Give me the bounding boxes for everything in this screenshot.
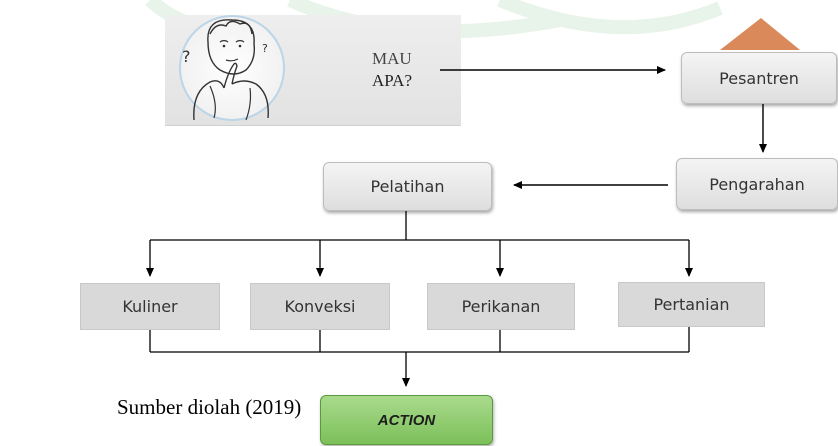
node-pengarahan: Pengarahan [676, 158, 838, 210]
node-perikanan: Perikanan [427, 283, 575, 330]
source-note: Sumber diolah (2019) [117, 395, 302, 419]
node-action: ACTION [320, 395, 493, 445]
thinking-person-icon: ? ? [179, 15, 285, 121]
node-pertanian: Pertanian [618, 282, 765, 327]
node-konveksi: Konveksi [250, 283, 390, 330]
roof-shape [720, 18, 800, 50]
question-text: MAU APA? [372, 48, 412, 92]
svg-text:?: ? [182, 47, 191, 66]
node-pelatihan: Pelatihan [323, 162, 492, 211]
question-line-2: APA? [372, 71, 412, 90]
node-pesantren: Pesantren [681, 52, 837, 104]
question-line-1: MAU [372, 49, 412, 68]
svg-text:?: ? [262, 42, 268, 55]
node-kuliner: Kuliner [80, 283, 220, 330]
